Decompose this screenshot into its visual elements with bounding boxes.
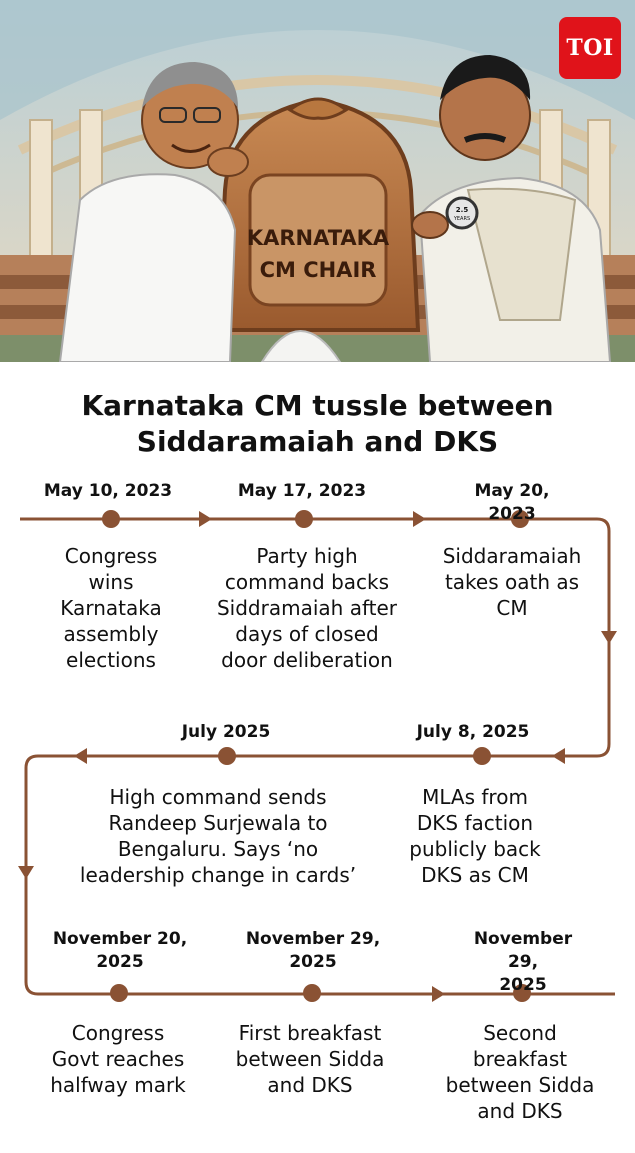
event-dot	[218, 747, 236, 765]
left-politician-figure	[58, 62, 249, 362]
right-politician-figure: 2.5 YEARS	[411, 55, 612, 362]
watch-icon	[445, 196, 479, 230]
timeline-dots	[102, 510, 531, 1002]
assembly-cartoon: KARNATAKA CM CHAIR 2.5 YEARS	[0, 0, 635, 362]
event-date: November 29,2025	[245, 929, 381, 972]
event-dot	[473, 747, 491, 765]
chair-label-line1: KARNATAKA	[247, 226, 390, 250]
event-dot	[295, 510, 313, 528]
event-dot	[303, 984, 321, 1002]
arrow-right-icon	[199, 511, 212, 527]
event-date: May 20, 2023	[474, 481, 550, 524]
chair-label-line2: CM CHAIR	[260, 258, 377, 282]
event-dot	[102, 510, 120, 528]
arrow-left-icon	[552, 748, 565, 764]
toi-logo: TOI	[559, 17, 621, 79]
event-date: July 8, 2025	[416, 722, 530, 742]
event-date: July 2025	[181, 722, 271, 742]
event-dot	[513, 984, 531, 1002]
page-title: Karnataka CM tussle between Siddaramaiah…	[0, 388, 635, 460]
svg-text:2.5: 2.5	[456, 206, 469, 214]
timeline-path	[20, 517, 615, 996]
arrow-right-icon	[413, 511, 426, 527]
arrow-right-icon	[432, 986, 445, 1002]
arrow-left-icon	[74, 748, 87, 764]
event-date: November 20,2025	[52, 929, 188, 972]
arrow-down-icon	[18, 866, 34, 879]
event-dot	[110, 984, 128, 1002]
event-date: May 10, 2023	[43, 481, 173, 501]
svg-text:YEARS: YEARS	[453, 216, 470, 222]
hero-illustration: KARNATAKA CM CHAIR 2.5 YEARS	[0, 0, 635, 362]
page-title-line1: Karnataka CM tussle between	[81, 389, 554, 422]
page-title-line2: Siddaramaiah and DKS	[136, 425, 499, 458]
event-dot	[511, 510, 529, 528]
cm-chair: KARNATAKA CM CHAIR	[215, 97, 421, 362]
event-date: November 29,2025	[473, 929, 573, 995]
timeline-arrows	[18, 511, 617, 1002]
event-date: May 17, 2023	[237, 481, 367, 501]
arrow-down-icon	[601, 631, 617, 644]
